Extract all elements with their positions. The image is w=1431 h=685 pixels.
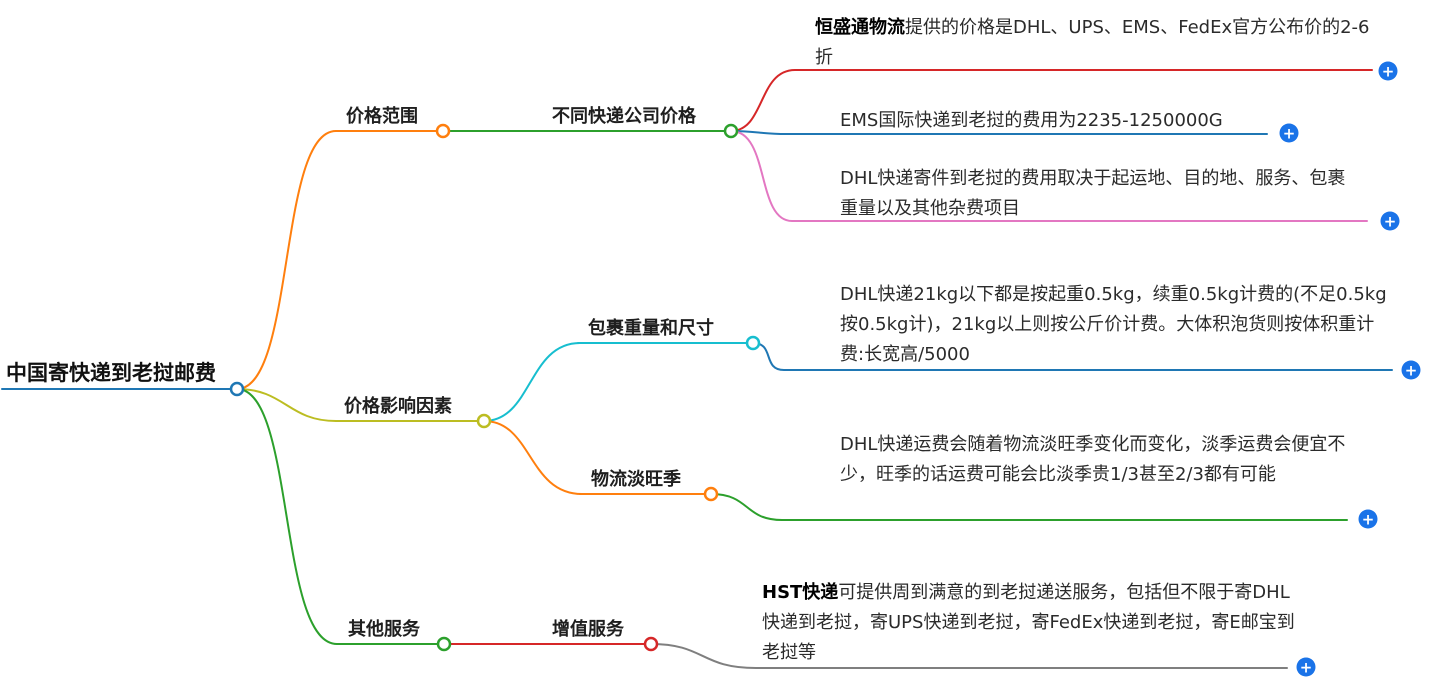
leaf-body-text: DHL快递21kg以下都是按起重0.5kg，续重0.5kg计费的(不足0.5kg… bbox=[840, 284, 1387, 365]
expand-button-leaf-hengshengtong[interactable]: + bbox=[1378, 61, 1398, 81]
plus-icon: + bbox=[1362, 511, 1375, 529]
link-root-other-services bbox=[236, 388, 338, 645]
node-label-weight-size[interactable]: 包裹重量和尺寸 bbox=[588, 318, 714, 339]
expand-button-circle[interactable] bbox=[1358, 509, 1378, 529]
expand-button-leaf-dhl-cost[interactable]: + bbox=[1380, 211, 1400, 231]
plus-icon: + bbox=[1300, 659, 1313, 677]
plus-icon: + bbox=[1382, 63, 1395, 81]
leaf-node-dhl-cost[interactable]: DHL快递寄件到老挝的费用取决于起运地、目的地、服务、包裹重量以及其他杂费项目 bbox=[840, 164, 1360, 224]
node-label-value-added[interactable]: 增值服务 bbox=[552, 619, 624, 640]
link-company-leaf-hengshengtong bbox=[730, 69, 1373, 132]
leaf-body-text: DHL快递寄件到老挝的费用取决于起运地、目的地、服务、包裹重量以及其他杂费项目 bbox=[840, 168, 1346, 219]
expand-button-leaf-hst[interactable]: + bbox=[1296, 657, 1316, 677]
node-label-company-prices[interactable]: 不同快递公司价格 bbox=[552, 106, 696, 127]
leaf-bold-prefix: HST快递 bbox=[762, 582, 839, 603]
expand-button-leaf-season-rule[interactable]: + bbox=[1358, 509, 1378, 529]
link-root-price-factors bbox=[236, 388, 337, 422]
leaf-body-text: DHL快递运费会随着物流淡旺季变化而变化，淡季运费会便宜不少，旺季的话运费可能会… bbox=[840, 434, 1346, 485]
leaf-body-text: 可提供周到满意的到老挝递送服务，包括但不限于寄DHL快递到老挝，寄UPS快递到老… bbox=[762, 582, 1295, 663]
link-company-leaf-dhl-cost bbox=[730, 130, 1368, 222]
node-dot-value-added[interactable] bbox=[643, 636, 659, 652]
leaf-body-text: EMS国际快递到老挝的费用为2235-1250000G bbox=[840, 110, 1223, 131]
expand-button-circle[interactable] bbox=[1401, 360, 1421, 380]
expand-button-leaf-weight-rule[interactable]: + bbox=[1401, 360, 1421, 380]
expand-button-circle[interactable] bbox=[1378, 61, 1398, 81]
leaf-node-season-rule[interactable]: DHL快递运费会随着物流淡旺季变化而变化，淡季运费会便宜不少，旺季的话运费可能会… bbox=[840, 430, 1380, 490]
expand-button-circle[interactable] bbox=[1296, 657, 1316, 677]
node-dot-price-range[interactable] bbox=[435, 123, 451, 139]
node-label-other-services[interactable]: 其他服务 bbox=[348, 619, 420, 640]
node-dot-other-services[interactable] bbox=[436, 636, 452, 652]
link-season-leaf-season-rule bbox=[710, 493, 1348, 521]
node-label-season[interactable]: 物流淡旺季 bbox=[591, 469, 681, 490]
leaf-node-hengshengtong[interactable]: 恒盛通物流提供的价格是DHL、UPS、EMS、FedEx官方公布价的2-6折 bbox=[815, 13, 1371, 73]
root-node-label[interactable]: 中国寄快递到老挝邮费 bbox=[6, 361, 216, 385]
node-label-price-factors[interactable]: 价格影响因素 bbox=[344, 396, 452, 417]
expand-button-leaf-ems[interactable]: + bbox=[1279, 123, 1299, 143]
plus-icon: + bbox=[1405, 362, 1418, 380]
link-factors-season bbox=[483, 420, 583, 495]
node-dot-root[interactable] bbox=[229, 381, 245, 397]
plus-icon: + bbox=[1384, 213, 1397, 231]
expand-button-circle[interactable] bbox=[1279, 123, 1299, 143]
expand-button-circle[interactable] bbox=[1380, 211, 1400, 231]
link-root-price-range bbox=[236, 130, 337, 390]
link-factors-weight-size bbox=[483, 342, 581, 422]
plus-icon: + bbox=[1283, 125, 1296, 143]
node-dot-price-factors[interactable] bbox=[476, 413, 492, 429]
node-label-price-range[interactable]: 价格范围 bbox=[346, 106, 418, 127]
leaf-node-ems[interactable]: EMS国际快递到老挝的费用为2235-1250000G bbox=[840, 106, 1290, 136]
leaf-body-text: 提供的价格是DHL、UPS、EMS、FedEx官方公布价的2-6折 bbox=[815, 17, 1370, 68]
node-dot-weight-size[interactable] bbox=[745, 335, 761, 351]
leaf-node-hst[interactable]: HST快递可提供周到满意的到老挝递送服务，包括但不限于寄DHL快递到老挝，寄UP… bbox=[762, 578, 1307, 668]
link-value-added-leaf-hst bbox=[650, 643, 1288, 669]
node-dot-company-prices[interactable] bbox=[723, 123, 739, 139]
leaf-bold-prefix: 恒盛通物流 bbox=[815, 17, 905, 38]
leaf-node-weight-rule[interactable]: DHL快递21kg以下都是按起重0.5kg，续重0.5kg计费的(不足0.5kg… bbox=[840, 280, 1390, 370]
node-dot-season[interactable] bbox=[703, 486, 719, 502]
